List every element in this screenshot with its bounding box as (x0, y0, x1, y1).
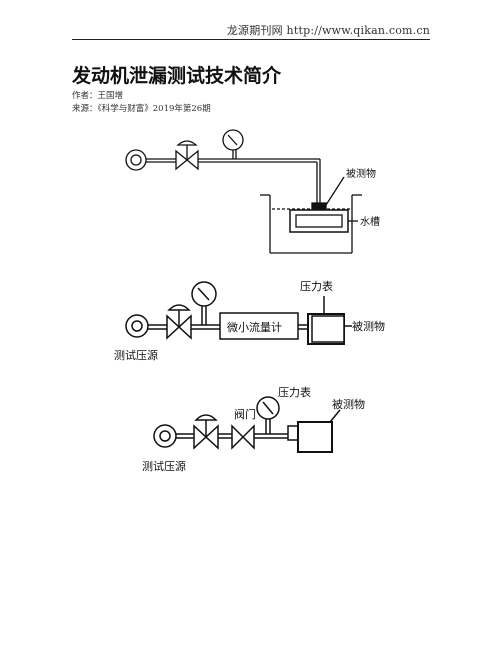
pressure-gauge-icon (256, 396, 280, 434)
label-tested-object: 被测物 (346, 167, 376, 180)
label-tested-object: 被测物 (332, 397, 365, 411)
figure-valve-test: 压力表 阀门 被测物 测试压源 (142, 385, 365, 473)
article-author: 作者：王国增 (72, 91, 124, 101)
label-water-tank: 水槽 (360, 215, 380, 228)
figure-immersion-test: 被测物 水槽 (125, 129, 380, 254)
tested-object-icon (287, 421, 333, 453)
label-flow-meter: 微小流量计 (227, 320, 282, 334)
pressure-source-icon (125, 149, 147, 171)
pressure-source-icon (153, 424, 177, 448)
label-tested-object: 被测物 (352, 319, 385, 333)
label-valve: 阀门 (234, 407, 256, 421)
label-pressure-gauge: 压力表 (300, 279, 333, 293)
flow-meter-box (219, 312, 299, 340)
header-divider (72, 39, 430, 40)
figure-flowmeter-test: 压力表 微小流量计 被测物 测试压源 (114, 279, 385, 362)
label-pressure-source: 测试压源 (142, 459, 186, 473)
label-pressure-gauge: 压力表 (278, 385, 311, 399)
tested-object-icon (307, 313, 345, 345)
journal-header: 龙源期刊网 http://www.qikan.com.cn (226, 24, 430, 37)
pressure-gauge-icon (191, 281, 217, 325)
label-pressure-source: 测试压源 (114, 348, 158, 362)
valve-icon (166, 304, 192, 340)
pressure-gauge-icon (222, 129, 244, 159)
manual-valve-icon (231, 424, 255, 450)
pressure-source-icon (125, 314, 149, 338)
article-source: 来源：《科学与财富》2019年第26期 (72, 104, 211, 114)
valve-icon (175, 140, 199, 171)
valve-icon (193, 414, 219, 450)
article-title: 发动机泄漏测试技术简介 (72, 65, 282, 87)
water-tank-icon (260, 194, 362, 254)
tested-object-icon (289, 202, 349, 233)
